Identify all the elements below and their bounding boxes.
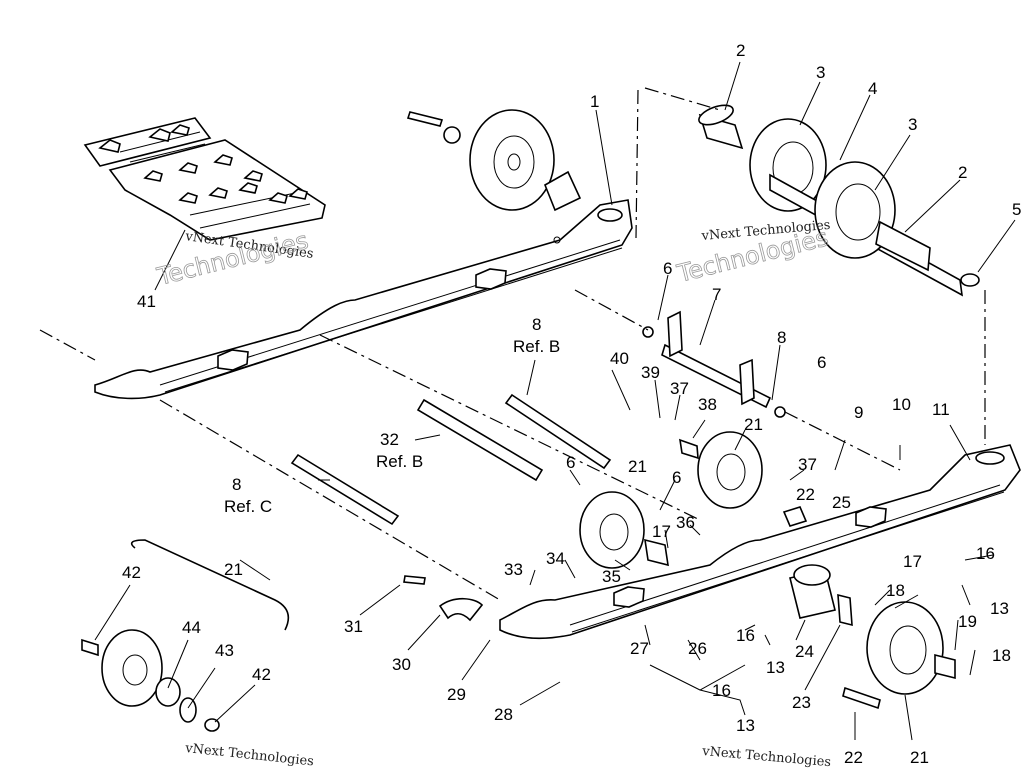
label-32: 32 xyxy=(380,430,399,449)
label-43: 43 xyxy=(215,641,234,660)
label-21a: 21 xyxy=(744,415,763,434)
label-44: 44 xyxy=(182,618,201,637)
label-8c: 8 xyxy=(232,475,241,494)
rail-left xyxy=(499,444,1021,640)
label-22b: 22 xyxy=(844,748,863,767)
label-35: 35 xyxy=(602,567,621,586)
label-10: 10 xyxy=(892,395,911,414)
watermark-text: vNext Technologies xyxy=(701,744,832,768)
label-17a: 17 xyxy=(652,522,671,541)
label-41: 41 xyxy=(137,292,156,311)
label-38: 38 xyxy=(698,395,717,414)
label-17b: 17 xyxy=(903,552,922,571)
label-42a: 42 xyxy=(122,563,141,582)
upper-idler-wheel xyxy=(406,109,582,212)
label-24: 24 xyxy=(795,642,814,661)
label-5: 5 xyxy=(1012,200,1021,219)
label-refB1: Ref. B xyxy=(513,337,560,356)
label-22a: 22 xyxy=(796,485,815,504)
alignment-lines xyxy=(39,87,986,601)
label-13b: 13 xyxy=(766,658,785,677)
label-6c: 6 xyxy=(566,453,575,472)
label-leaders xyxy=(94,61,1016,741)
label-11: 11 xyxy=(932,400,950,419)
label-23: 23 xyxy=(792,693,811,712)
watermark-text: vNext Technologies xyxy=(184,741,315,768)
label-25: 25 xyxy=(832,493,851,512)
label-8a: 8 xyxy=(532,315,541,334)
label-13c: 13 xyxy=(736,716,755,735)
label-4: 4 xyxy=(868,79,877,98)
label-39: 39 xyxy=(641,363,660,382)
label-9: 9 xyxy=(854,403,863,422)
label-34: 34 xyxy=(546,549,565,568)
label-36: 36 xyxy=(676,513,695,532)
label-37a: 37 xyxy=(670,379,689,398)
track-section xyxy=(83,117,326,291)
label-6d: 6 xyxy=(672,468,681,487)
idler-wheels-mid xyxy=(579,431,763,569)
label-3: 3 xyxy=(816,63,825,82)
label-21b: 21 xyxy=(628,457,647,476)
label-26: 26 xyxy=(688,639,707,658)
label-8b: 8 xyxy=(777,328,786,347)
label-18a: 18 xyxy=(886,581,905,600)
label-19: 19 xyxy=(958,612,977,631)
label-13a: 13 xyxy=(990,599,1009,618)
rail-right xyxy=(94,199,633,400)
label-refC: Ref. C xyxy=(224,497,272,516)
label-2b: 2 xyxy=(958,163,967,182)
label-40: 40 xyxy=(610,349,629,368)
label-31: 31 xyxy=(344,617,363,636)
callout-labels: 1 2 3 4 3 2 5 6 7 8 Ref. B 8 6 40 39 37 … xyxy=(122,41,1021,767)
label-3b: 3 xyxy=(908,115,917,134)
label-30: 30 xyxy=(392,655,411,674)
label-42b: 42 xyxy=(252,665,271,684)
label-7: 7 xyxy=(712,285,721,304)
label-6a: 6 xyxy=(663,259,672,278)
lower-components xyxy=(403,506,956,710)
cross-shaft-7 xyxy=(642,310,786,418)
cross-tubes xyxy=(290,393,612,526)
label-37b: 37 xyxy=(798,455,817,474)
label-33: 33 xyxy=(504,560,523,579)
label-28: 28 xyxy=(494,705,513,724)
label-16a: 16 xyxy=(976,544,995,563)
label-6b: 6 xyxy=(817,353,826,372)
label-16c: 16 xyxy=(712,681,731,700)
label-27: 27 xyxy=(630,639,649,658)
label-18b: 18 xyxy=(992,646,1011,665)
label-1: 1 xyxy=(590,92,599,111)
front-axle-assembly xyxy=(698,104,980,297)
label-refB2: Ref. B xyxy=(376,452,423,471)
label-2: 2 xyxy=(736,41,745,60)
label-16b: 16 xyxy=(736,626,755,645)
label-21c: 21 xyxy=(910,748,929,767)
label-29: 29 xyxy=(447,685,466,704)
label-21d: 21 xyxy=(224,560,243,579)
